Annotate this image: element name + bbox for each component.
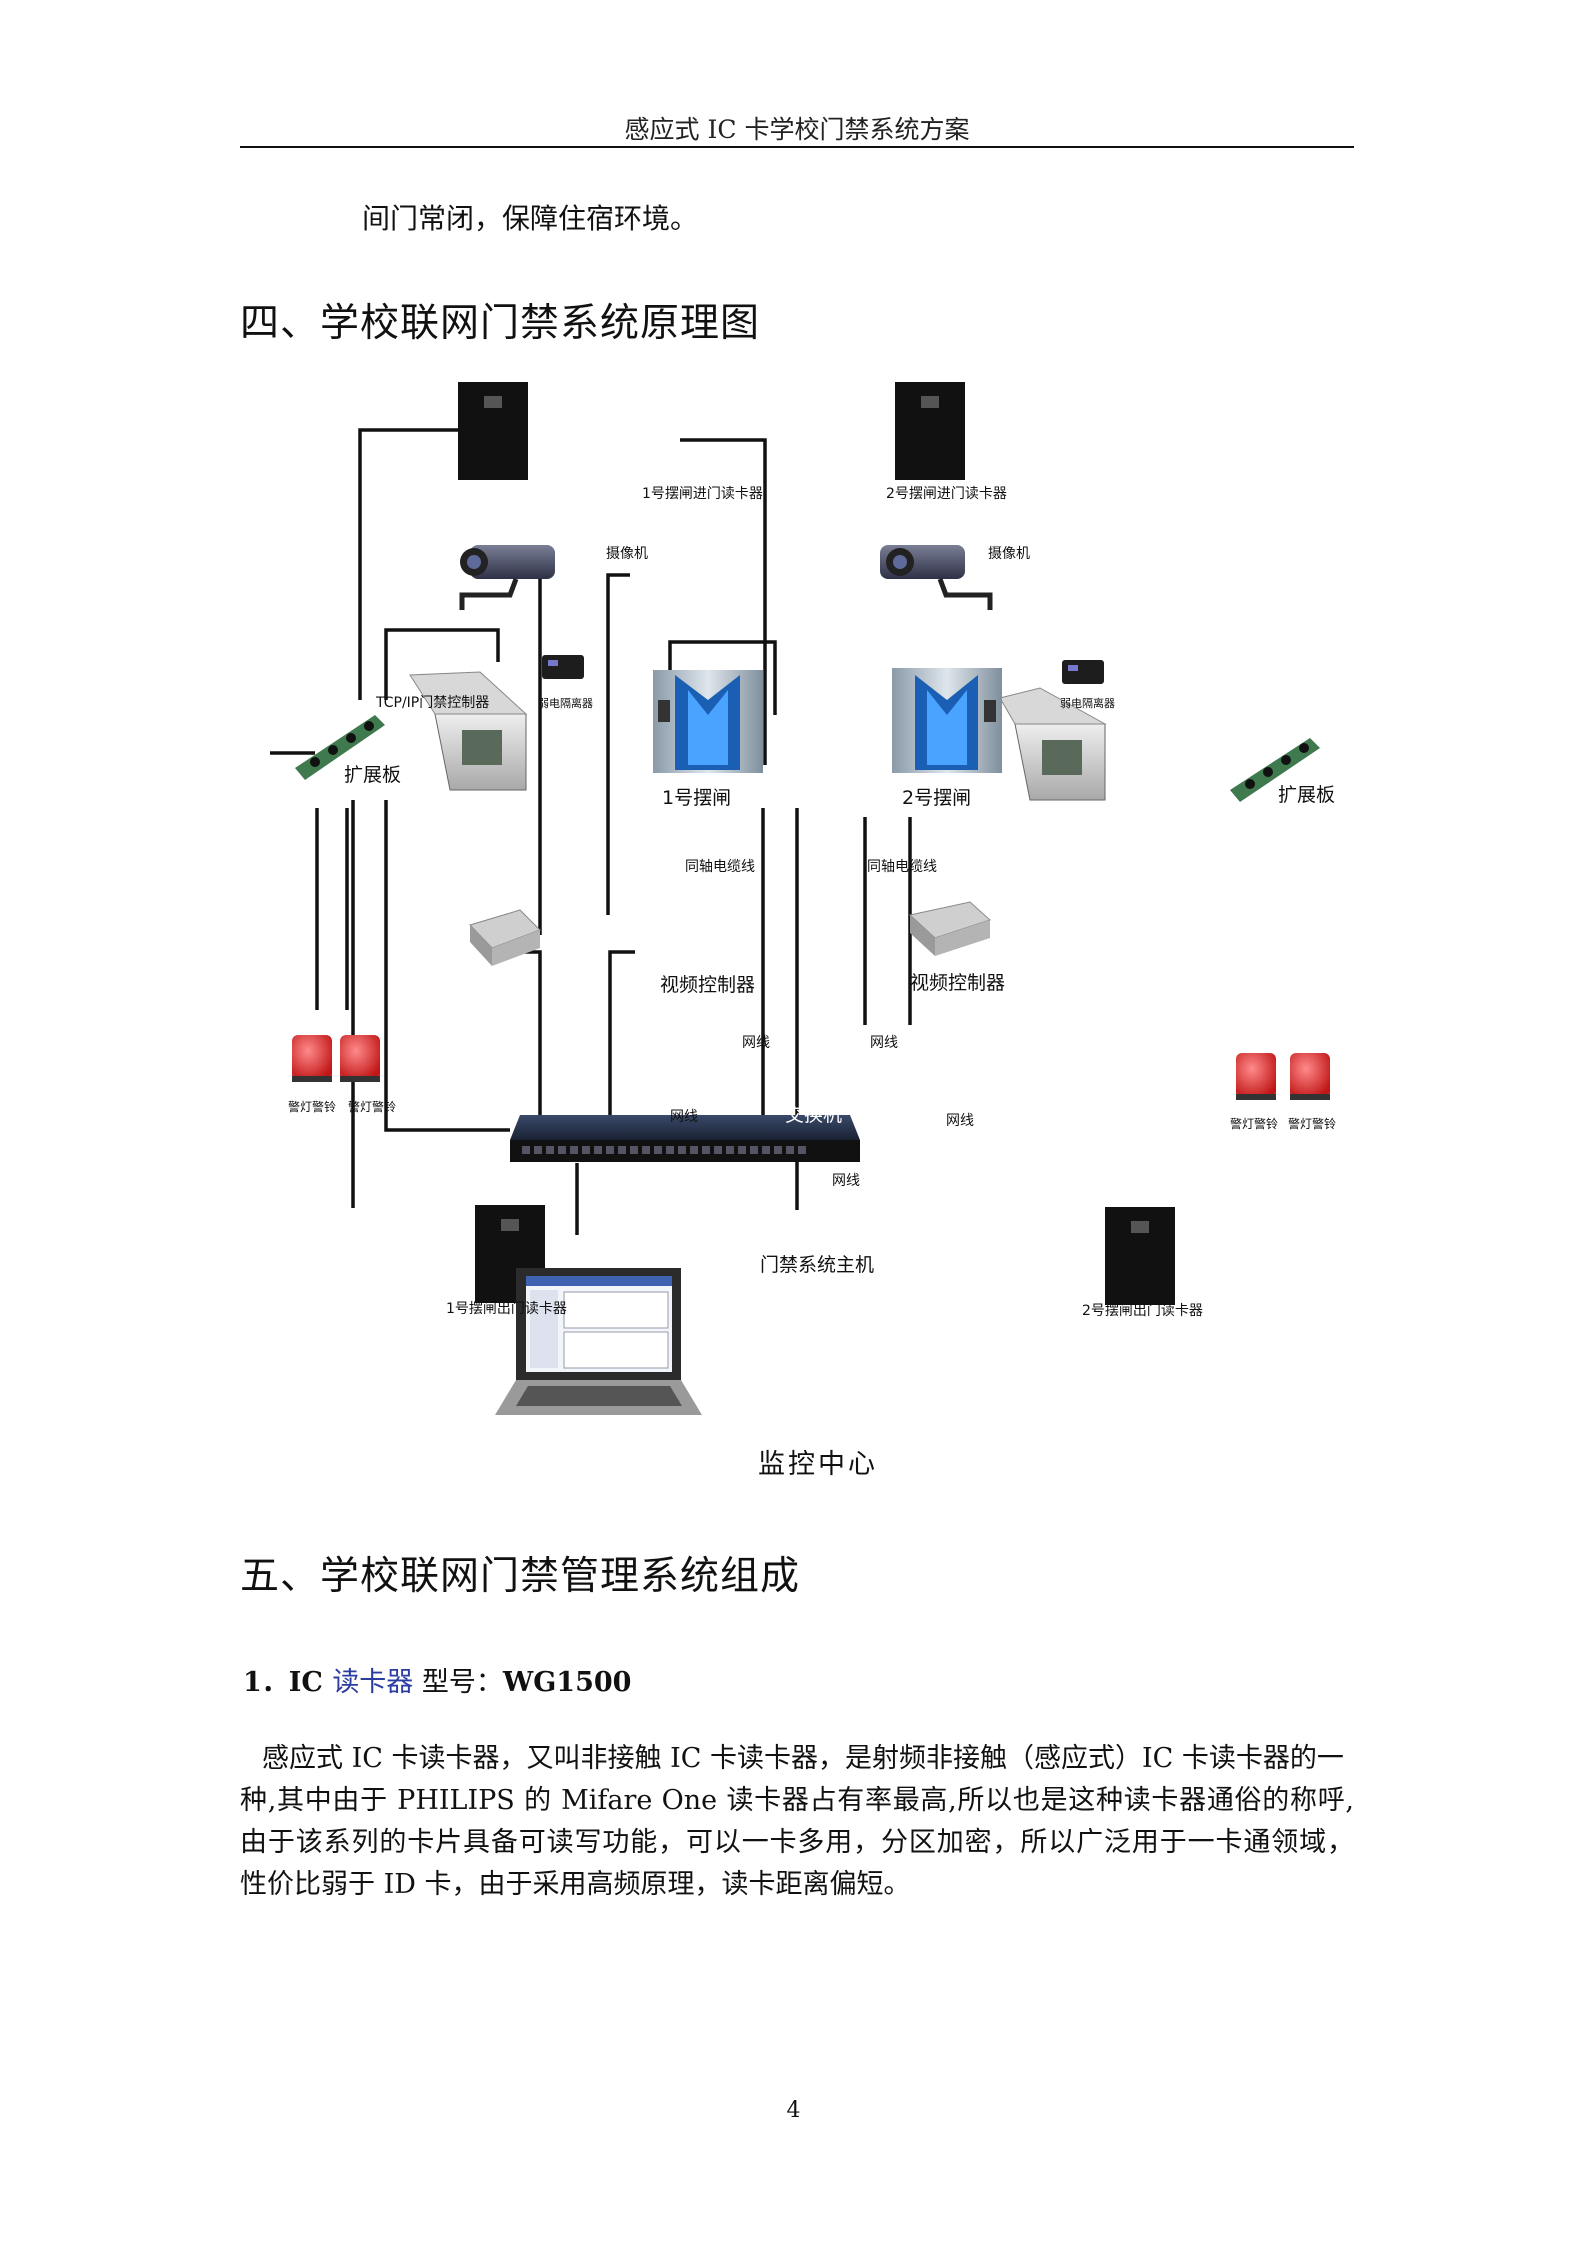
label-camera-2: 摄像机 <box>988 546 1030 562</box>
card-reader-out-2 <box>1105 1207 1175 1305</box>
label-net-2: 网线 <box>870 1035 898 1051</box>
label-tcp-controller: TCP/IP门禁控制器 <box>376 695 490 711</box>
label-reader-in-1: 1号摆闸进门读卡器 <box>642 486 763 502</box>
card-reader-in-1 <box>458 382 528 480</box>
label-net-1: 网线 <box>742 1035 770 1051</box>
gate-2 <box>892 668 1002 773</box>
label-gate-1: 1号摆闸 <box>662 787 732 809</box>
alarm-1 <box>292 1035 332 1082</box>
expansion-board-1 <box>295 715 385 780</box>
label-reader-out-1: 1号摆闸出门读卡器 <box>446 1301 567 1317</box>
label-alarm-3: 警灯警铃 <box>1230 1117 1279 1131</box>
item-1-keyword-link[interactable]: 读卡器 <box>332 1667 414 1698</box>
item-1-number: 1．IC <box>243 1667 333 1698</box>
label-video-controller-1: 视频控制器 <box>660 974 756 996</box>
connection-lines <box>270 428 1065 1235</box>
video-controller-1 <box>469 909 541 966</box>
label-coax-2: 同轴电缆线 <box>867 859 937 875</box>
item-1-heading: 1．IC 读卡器 型号：WG1500 <box>243 1660 631 1699</box>
label-reader-in-2: 2号摆闸进门读卡器 <box>886 486 1007 502</box>
camera-1 <box>459 545 555 610</box>
video-controller-2 <box>908 901 991 956</box>
card-reader-out-1 <box>475 1205 545 1303</box>
section-5-heading: 五、学校联网门禁管理系统组成 <box>240 1554 801 1599</box>
controller-2 <box>999 687 1107 801</box>
paragraph-line-3: 由于该系列的卡片具备可读写功能，可以一卡多用，分区加密，所以广泛用于一卡通领域， <box>240 1827 1354 1858</box>
alarm-2 <box>340 1035 380 1082</box>
label-gate-2: 2号摆闸 <box>902 787 972 809</box>
expansion-board-2 <box>1230 738 1320 802</box>
body-paragraph: 感应式 IC 卡读卡器，又叫非接触 IC 卡读卡器，是射频非接触（感应式）IC … <box>240 1738 1354 1906</box>
label-net-5: 网线 <box>832 1173 860 1189</box>
label-isolator-1: 弱电隔离器 <box>538 697 593 710</box>
label-net-3: 网线 <box>670 1109 698 1125</box>
label-alarm-4: 警灯警铃 <box>1288 1117 1337 1131</box>
header-rule <box>240 146 1354 148</box>
label-alarm-1: 警灯警铃 <box>288 1100 337 1114</box>
label-coax-1: 同轴电缆线 <box>685 859 755 875</box>
item-1-model-label: 型号： <box>413 1667 503 1698</box>
label-video-controller-2: 视频控制器 <box>910 972 1006 994</box>
diagram-graphics <box>270 382 1330 1415</box>
page-header: 感应式 IC 卡学校门禁系统方案 <box>624 115 970 144</box>
alarm-4 <box>1290 1053 1330 1100</box>
label-expansion-2: 扩展板 <box>1278 784 1336 806</box>
network-diagram: 1号摆闸进门读卡器 2号摆闸进门读卡器 摄像机 摄像机 TCP/IP门禁控制器 … <box>270 370 1336 1500</box>
isolator-1 <box>542 655 584 679</box>
isolator-2 <box>1062 660 1104 684</box>
camera-2 <box>880 545 993 610</box>
controller-1 <box>409 671 528 791</box>
paragraph-line-1: 感应式 IC 卡读卡器，又叫非接触 IC 卡读卡器，是射频非接触（感应式）IC … <box>262 1743 1344 1774</box>
intro-text: 间门常闭，保障住宿环境。 <box>362 202 699 235</box>
item-1-model: WG1500 <box>502 1667 632 1698</box>
label-expansion-1: 扩展板 <box>344 764 402 786</box>
label-isolator-2: 弱电隔离器 <box>1060 697 1115 710</box>
gate-1 <box>653 670 763 773</box>
label-switch: 交换机 <box>785 1104 843 1126</box>
label-reader-out-2: 2号摆闸出门读卡器 <box>1082 1303 1203 1319</box>
paragraph-line-4: 性价比弱于 ID 卡，由于采用高频原理，读卡距离偏短。 <box>240 1869 911 1900</box>
label-net-4: 网线 <box>946 1113 974 1129</box>
label-camera-1: 摄像机 <box>606 546 648 562</box>
label-alarm-2: 警灯警铃 <box>348 1100 397 1114</box>
paragraph-line-2: 种,其中由于 PHILIPS 的 Mifare One 读卡器占有率最高,所以也… <box>240 1785 1354 1816</box>
card-reader-in-2 <box>895 382 965 480</box>
page-number: 4 <box>786 2098 801 2123</box>
network-switch <box>510 1115 860 1162</box>
alarm-3 <box>1236 1053 1276 1100</box>
label-monitor-center: 监控中心 <box>758 1449 878 1480</box>
laptop-host <box>495 1268 702 1415</box>
section-4-heading: 四、学校联网门禁系统原理图 <box>240 301 761 346</box>
label-host: 门禁系统主机 <box>760 1254 875 1276</box>
